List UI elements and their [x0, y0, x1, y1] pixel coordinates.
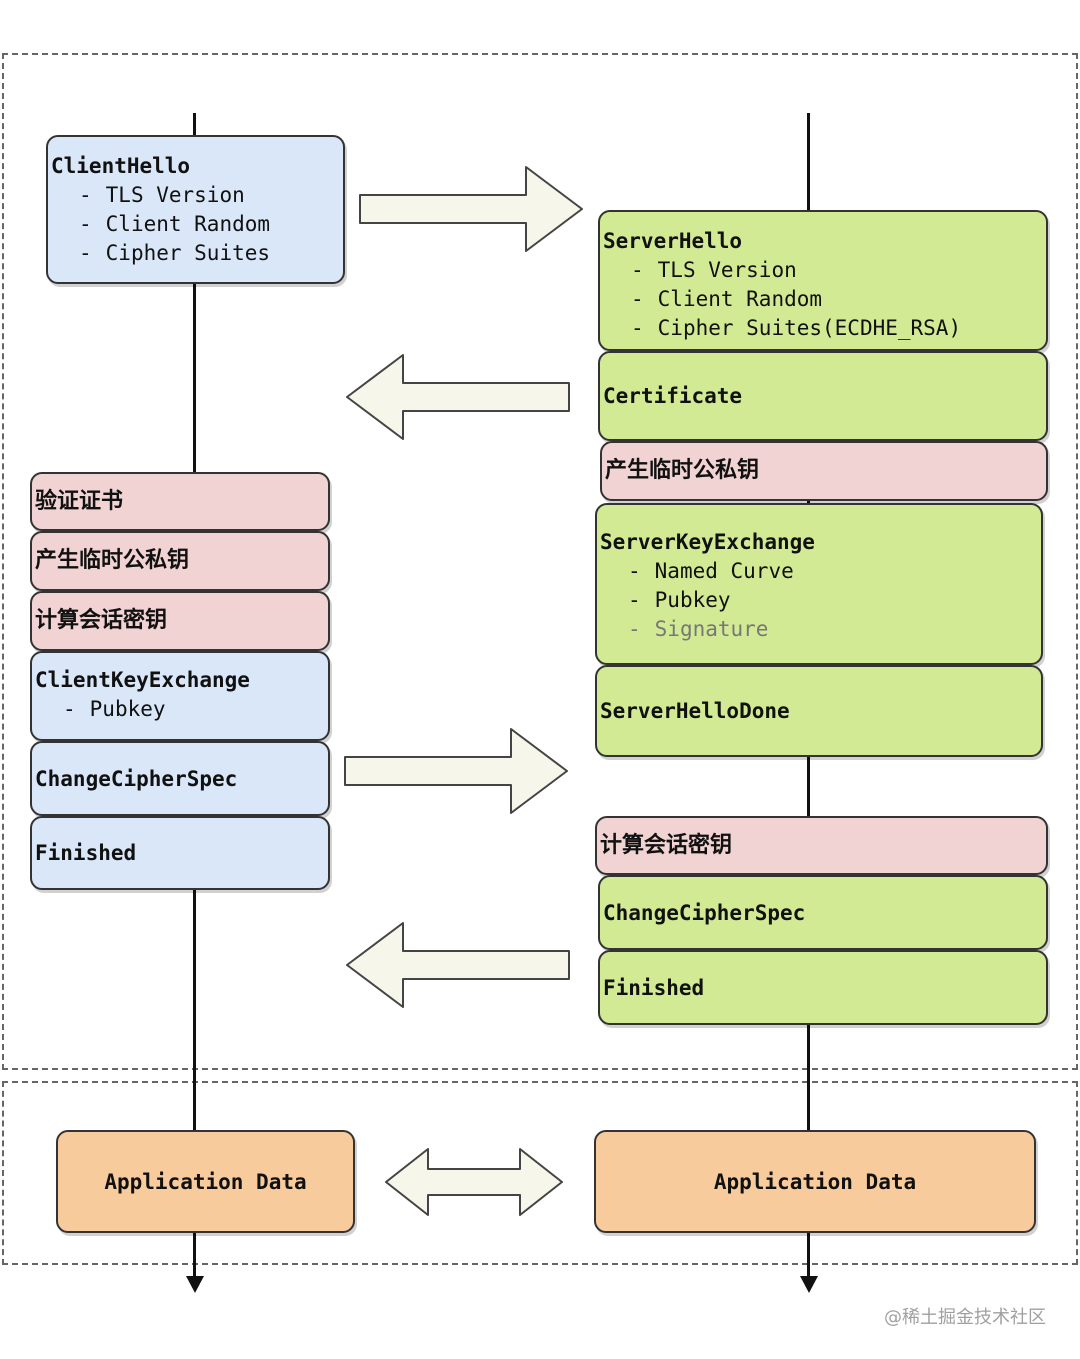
client-verify-certificate-box: 验证证书 [30, 472, 330, 531]
client-key-exchange-list: -Pubkey [35, 695, 324, 724]
server-key-exchange-list: -Named Curve -Pubkey -Signature [600, 557, 1037, 644]
double-arrow-application-data [385, 1148, 563, 1216]
client-key-exchange-box: ClientKeyExchange -Pubkey [30, 651, 330, 741]
server-generate-key-pair-label: 产生临时公私钥 [605, 458, 760, 483]
server-finished-label: Finished [603, 975, 705, 1000]
application-data-region [2, 1081, 1078, 1265]
server-change-cipher-spec-box: ChangeCipherSpec [598, 875, 1048, 950]
client-change-cipher-spec-box: ChangeCipherSpec [30, 741, 330, 816]
client-key-exchange-title: ClientKeyExchange [35, 668, 250, 692]
list-item: -Client Random [79, 212, 271, 236]
server-key-exchange-box: ServerKeyExchange -Named Curve -Pubkey -… [595, 503, 1043, 665]
right-arrow-client-hello [359, 166, 583, 252]
server-certificate-label: Certificate [603, 384, 743, 408]
list-item: -TLS Version [631, 258, 797, 282]
client-verify-certificate-label: 验证证书 [35, 488, 124, 514]
list-item: -Cipher Suites(ECDHE_RSA) [631, 316, 962, 340]
list-item: -Signature [628, 617, 769, 641]
handshake-region [2, 53, 1078, 1070]
left-arrow-server-finished [346, 922, 570, 1008]
list-item: -Client Random [631, 287, 823, 311]
watermark: @稀土掘金技术社区 [884, 1307, 1046, 1328]
left-arrow-server-hello [346, 354, 570, 440]
server-certificate-box: Certificate [598, 351, 1048, 441]
list-item: -Cipher Suites [79, 241, 271, 265]
client-hello-title: ClientHello [51, 154, 191, 178]
server-key-exchange-title: ServerKeyExchange [600, 530, 815, 554]
server-finished-box: Finished [598, 950, 1048, 1025]
server-application-data-label: Application Data [713, 1169, 917, 1194]
client-finished-label: Finished [35, 841, 137, 865]
server-compute-session-key-label: 计算会话密钥 [600, 832, 733, 858]
client-change-cipher-spec-label: ChangeCipherSpec [35, 766, 238, 791]
server-hello-list: -TLS Version -Client Random -Cipher Suit… [603, 256, 1042, 343]
right-arrow-client-key-exchange [344, 728, 568, 814]
server-hello-title: ServerHello [603, 229, 743, 253]
server-change-cipher-spec-label: ChangeCipherSpec [603, 900, 806, 925]
client-lifeline-arrowhead [186, 1276, 204, 1293]
server-hello-box: ServerHello -TLS Version -Client Random … [598, 210, 1048, 351]
client-compute-session-key-label: 计算会话密钥 [35, 608, 168, 633]
client-application-data-box: Application Data [56, 1130, 355, 1233]
client-generate-key-pair-label: 产生临时公私钥 [35, 548, 190, 573]
client-hello-box: ClientHello -TLS Version -Client Random … [46, 135, 345, 284]
list-item: -Pubkey [63, 697, 166, 721]
list-item: -Pubkey [628, 588, 731, 612]
list-item: -TLS Version [79, 183, 245, 207]
list-item: -Named Curve [628, 559, 794, 583]
server-application-data-box: Application Data [594, 1130, 1036, 1233]
client-hello-list: -TLS Version -Client Random -Cipher Suit… [51, 181, 339, 268]
server-compute-session-key-box: 计算会话密钥 [595, 816, 1048, 875]
server-lifeline-arrowhead [800, 1276, 818, 1293]
client-compute-session-key-box: 计算会话密钥 [30, 591, 330, 651]
client-generate-key-pair-box: 产生临时公私钥 [30, 531, 330, 591]
client-finished-box: Finished [30, 816, 330, 890]
server-generate-key-pair-box: 产生临时公私钥 [600, 441, 1048, 501]
server-hello-done-label: ServerHelloDone [600, 699, 790, 723]
client-application-data-label: Application Data [104, 1169, 307, 1194]
server-hello-done-box: ServerHelloDone [595, 665, 1043, 757]
